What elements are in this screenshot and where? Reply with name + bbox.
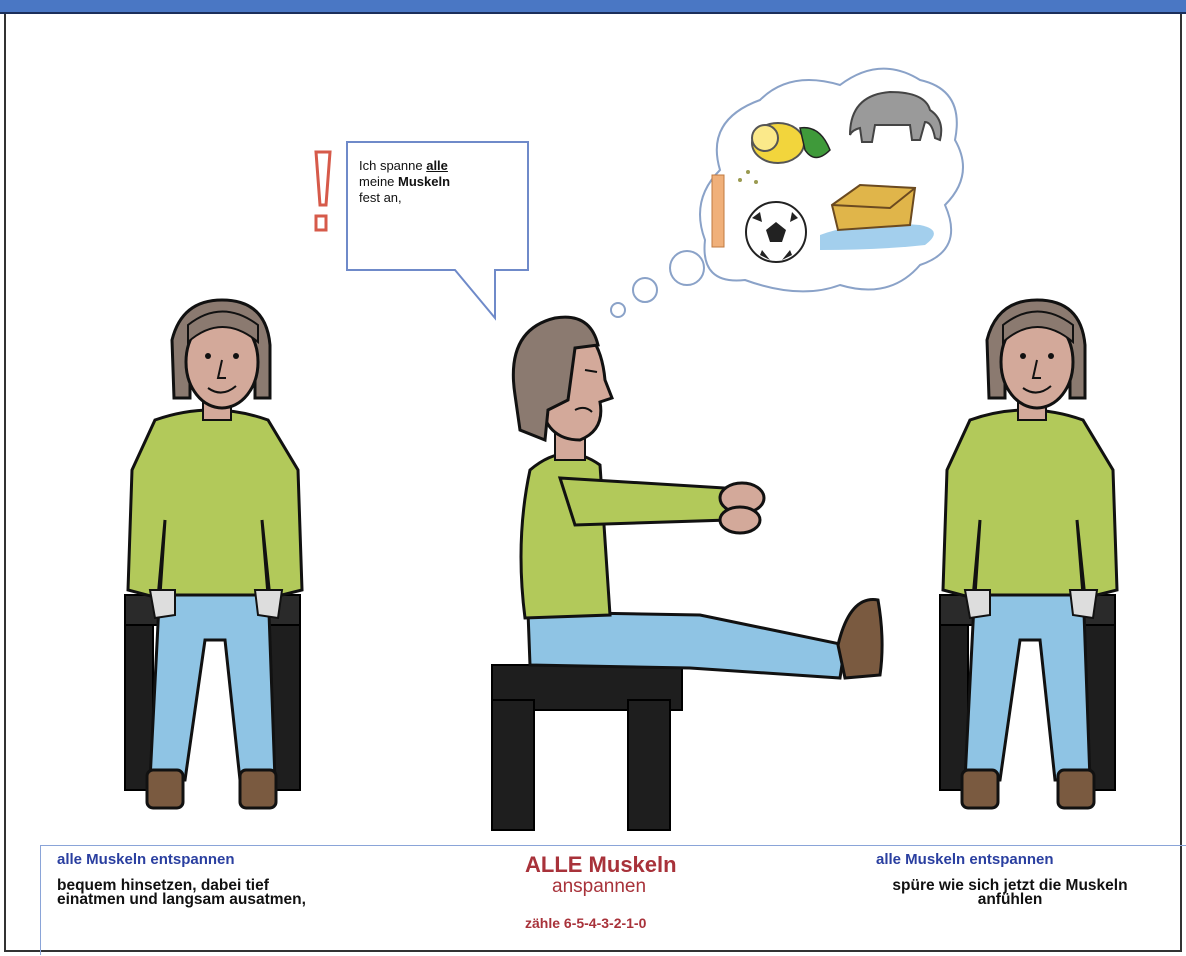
speech-line-2: meine Muskeln xyxy=(359,174,509,190)
speech-line-1-prefix: Ich spanne xyxy=(359,158,426,173)
ruler-icon xyxy=(712,175,724,247)
speech-text: Ich spanne alle meine Muskeln fest an, xyxy=(359,158,509,206)
illustration xyxy=(0,0,1186,845)
speech-line-1: Ich spanne alle xyxy=(359,158,509,174)
left-panel-text-line-2: einatmen und langsam ausatmen, xyxy=(57,893,306,907)
soccer-ball-icon xyxy=(746,202,806,262)
exclamation-mark-icon xyxy=(316,152,330,230)
center-stool xyxy=(492,665,682,830)
center-panel-title: ALLE Muskeln xyxy=(525,852,677,878)
speech-line-2-emphasis: Muskeln xyxy=(398,174,450,189)
center-panel-count: zähle 6-5-4-3-2-1-0 xyxy=(525,915,646,931)
left-person-figure xyxy=(125,300,302,808)
center-panel-subtitle: anspannen xyxy=(552,876,646,898)
right-panel-title: alle Muskeln entspannen xyxy=(876,851,1054,868)
speech-line-1-emphasis: alle xyxy=(426,158,448,173)
right-person-figure xyxy=(940,300,1117,808)
speech-line-2-prefix: meine xyxy=(359,174,398,189)
left-panel-title: alle Muskeln entspannen xyxy=(57,851,235,868)
right-panel-text-line-2: anfühlen xyxy=(860,893,1160,907)
thought-bubble xyxy=(611,69,963,317)
speech-line-3: fest an, xyxy=(359,190,509,206)
center-person-figure xyxy=(492,317,882,830)
